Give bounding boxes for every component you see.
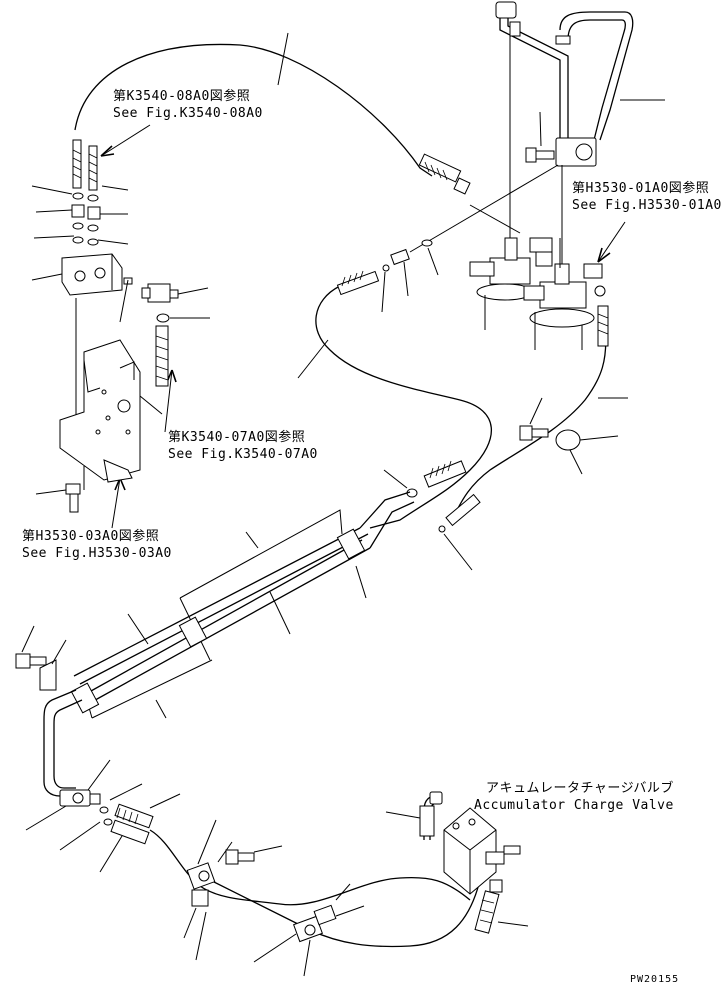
lower-fittings [59,783,181,873]
bracket-plate [59,339,163,490]
svg-text:See Fig.K3540-08A0: See Fig.K3540-08A0 [113,106,263,121]
hose-right [454,319,607,515]
upper-hose-line [74,43,433,177]
reference-arrows [100,124,626,529]
svg-text:第H3530-01A0図参照: 第H3530-01A0図参照 [572,180,709,196]
upper-right-pipe [495,1,665,167]
middle-hose [315,285,493,529]
reference-label-k3540-07a0: 第K3540-07A0図参照 See Fig.K3540-07A0 [168,429,318,462]
hose-fitting-center [383,460,481,571]
svg-text:第K3540-08A0図参照: 第K3540-08A0図参照 [113,88,250,104]
hose-fitting-right [597,305,609,347]
reference-label-k3540-08a0: 第K3540-08A0図参照 See Fig.K3540-08A0 [113,88,263,121]
connector-line [409,164,559,253]
reference-label-h3530-03a0: 第H3530-03A0図参照 See Fig.H3530-03A0 [22,528,172,561]
svg-text:See Fig.H3530-03A0: See Fig.H3530-03A0 [22,546,172,561]
bracket-small [15,625,67,691]
accumulator-pipe [385,791,443,840]
lower-hose [149,829,471,906]
svg-text:アキュムレータチャージバルブ: アキュムレータチャージバルブ [486,780,674,796]
leader-line [277,32,289,86]
left-valve-block [31,139,133,420]
bolt-part [525,111,555,163]
elbow-fitting [141,283,210,387]
svg-text:Accumulator Charge Valve: Accumulator Charge Valve [474,798,674,813]
svg-text:第K3540-07A0図参照: 第K3540-07A0図参照 [168,429,305,445]
reference-label-h3530-01a0: 第H3530-01A0図参照 See Fig.H3530-01A0 [572,180,722,213]
lower-hose [209,859,483,948]
lower-clamps [183,819,365,977]
component-label-accumulator: アキュムレータチャージバルブ Accumulator Charge Valve [474,780,674,813]
svg-text:See Fig.H3530-01A0: See Fig.H3530-01A0 [572,198,722,213]
drawing-id: PW20155 [630,974,679,985]
twin-pipe-assembly [70,491,415,719]
left-pipe-bend [25,689,111,831]
hose-fitting-middle [297,239,439,379]
valve-cluster [469,237,606,350]
clamp-part [519,397,619,475]
svg-text:See Fig.K3540-07A0: See Fig.K3540-07A0 [168,447,318,462]
hose-fitting-top [418,153,471,195]
accumulator-charge-valve [443,807,529,934]
svg-text:第H3530-03A0図参照: 第H3530-03A0図参照 [22,528,159,544]
bolt-part [35,483,81,513]
leader-line [469,204,521,234]
